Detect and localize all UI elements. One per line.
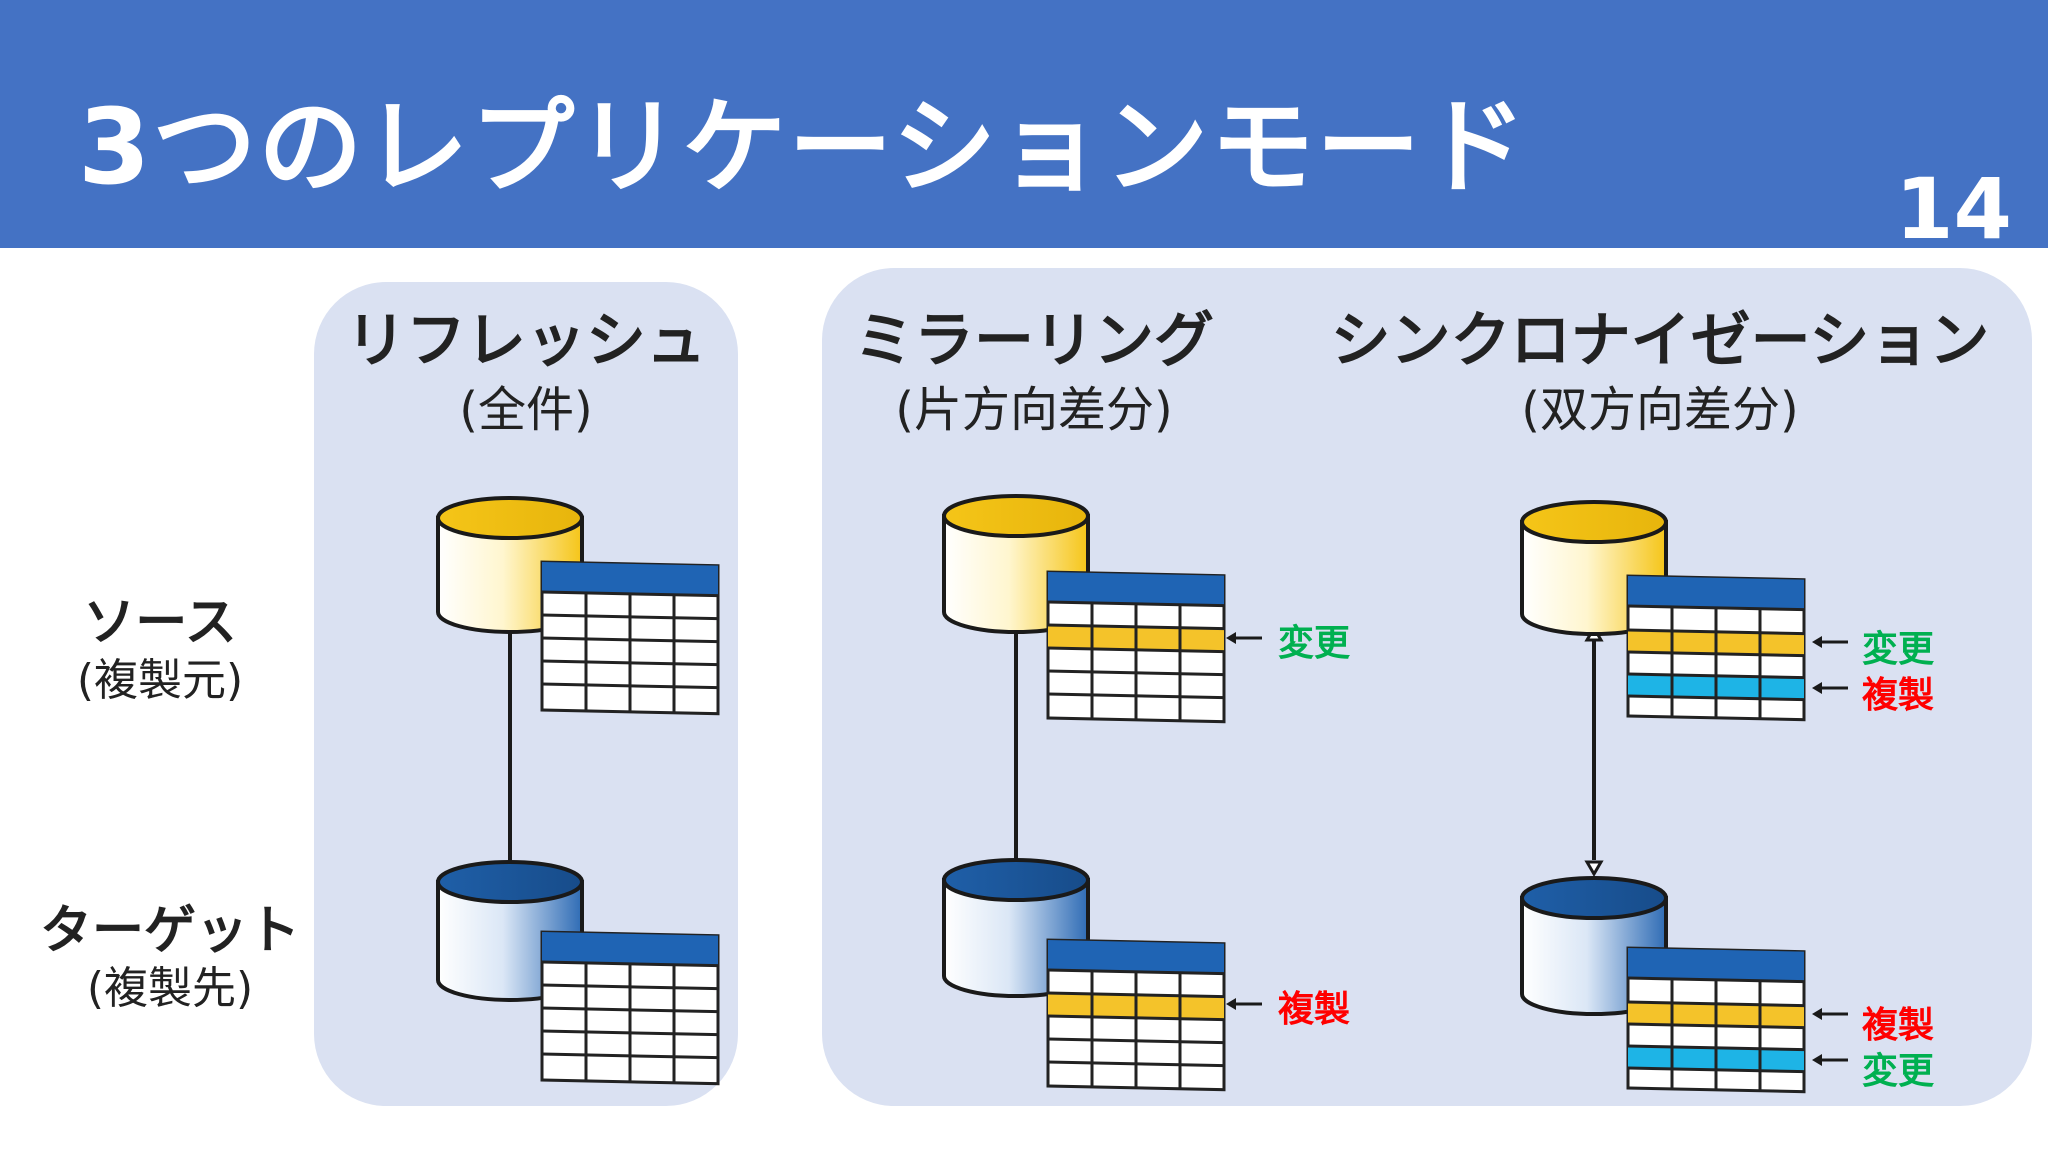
source-row-sublabel: (複製元) <box>76 655 244 706</box>
target-row-sublabel: (複製先) <box>86 963 254 1014</box>
mirroring-source-table-icon <box>1046 570 1226 724</box>
mirroring-title: ミラーリング <box>854 306 1214 376</box>
synchronization-source-change-label: 変更 <box>1862 629 1935 670</box>
mirroring-target-table-icon <box>1046 938 1226 1092</box>
synchronization-source-change-arrow <box>1812 636 1848 648</box>
page-number: 14 <box>1895 160 2012 258</box>
synchronization-source-copy-arrow <box>1812 682 1848 694</box>
synchronization-target-table-icon <box>1626 946 1806 1094</box>
mirroring-source-change-label: 変更 <box>1278 623 1351 664</box>
target-row-label: ターゲット <box>39 901 300 961</box>
refresh-title: リフレッシュ <box>346 306 706 376</box>
synchronization-target-copy-label: 複製 <box>1862 1005 1935 1046</box>
synchronization-target-change-arrow <box>1812 1054 1848 1066</box>
synchronization-connector <box>1584 625 1604 877</box>
mirroring-connector <box>1006 622 1026 877</box>
synchronization-source-table-icon <box>1626 574 1806 722</box>
synchronization-source-copy-label: 複製 <box>1862 675 1935 716</box>
refresh-subtitle: (全件) <box>459 382 593 438</box>
mirroring-target-copy-arrow <box>1226 998 1262 1010</box>
synchronization-target-change-label: 変更 <box>1862 1051 1935 1092</box>
synchronization-title: シンクロナイゼーション <box>1330 306 1990 376</box>
mirroring-subtitle: (片方向差分) <box>895 382 1173 438</box>
source-row-label: ソース <box>83 593 237 653</box>
mirroring-source-change-arrow <box>1226 632 1262 644</box>
refresh-target-table-icon <box>540 930 720 1086</box>
refresh-source-table-icon <box>540 560 720 716</box>
slide-title: 3つのレプリケーションモード <box>78 86 1529 208</box>
refresh-connector <box>500 620 520 881</box>
slide-header: 3つのレプリケーションモード 14 <box>0 0 2048 258</box>
mirroring-target-copy-label: 複製 <box>1278 989 1351 1030</box>
synchronization-subtitle: (双方向差分) <box>1521 382 1799 438</box>
synchronization-target-copy-arrow <box>1812 1008 1848 1020</box>
